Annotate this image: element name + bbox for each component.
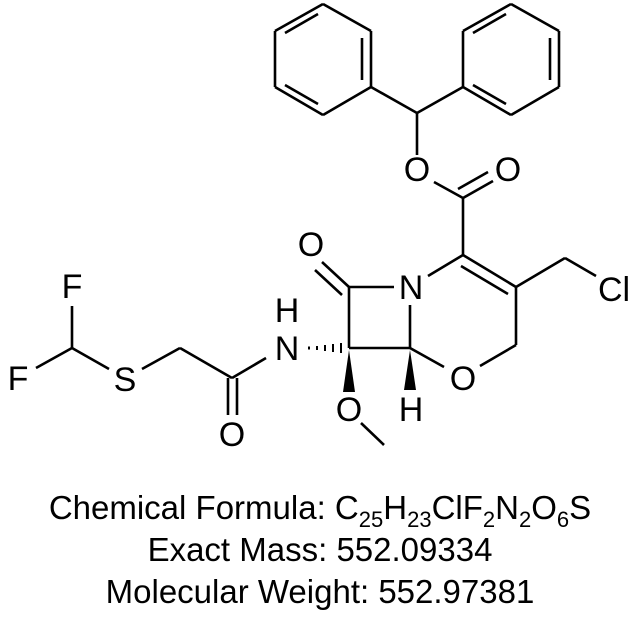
atom-cl: Cl — [598, 271, 630, 309]
atom-s: S — [114, 361, 137, 399]
atom-h-bridge: H — [399, 391, 424, 429]
hashed-wedge-bond — [308, 343, 342, 353]
atom-f-left: F — [8, 360, 29, 398]
atom-o-methoxy: O — [336, 391, 362, 429]
atom-o-carbonyl-ester: O — [495, 151, 521, 189]
atom-h-nh: H — [275, 292, 300, 330]
atom-n-ring: N — [399, 269, 424, 307]
chemical-formula: Chemical Formula: C25H23ClF2N2O6S — [0, 488, 640, 532]
atom-o-amide: O — [219, 416, 245, 454]
atom-o-ring: O — [450, 360, 476, 398]
atom-o-lactam: O — [298, 226, 324, 264]
right-phenyl-ring — [461, 2, 561, 117]
wedge-bond-methoxy — [343, 350, 355, 392]
chemical-structure: O O O N Cl H N F F S O O H O — [8, 2, 630, 454]
atom-o-ester: O — [404, 151, 430, 189]
formula-label: Chemical Formula: — [48, 489, 335, 526]
atom-f-top: F — [62, 268, 83, 306]
wedge-bond-h — [404, 350, 416, 390]
atom-n-amide: N — [275, 330, 300, 368]
exact-mass: Exact Mass: 552.09334 — [147, 531, 493, 568]
formula-value: C25H23ClF2N2O6S — [334, 489, 592, 532]
molecular-weight: Molecular Weight: 552.97381 — [105, 573, 535, 610]
left-phenyl-ring — [273, 2, 373, 117]
